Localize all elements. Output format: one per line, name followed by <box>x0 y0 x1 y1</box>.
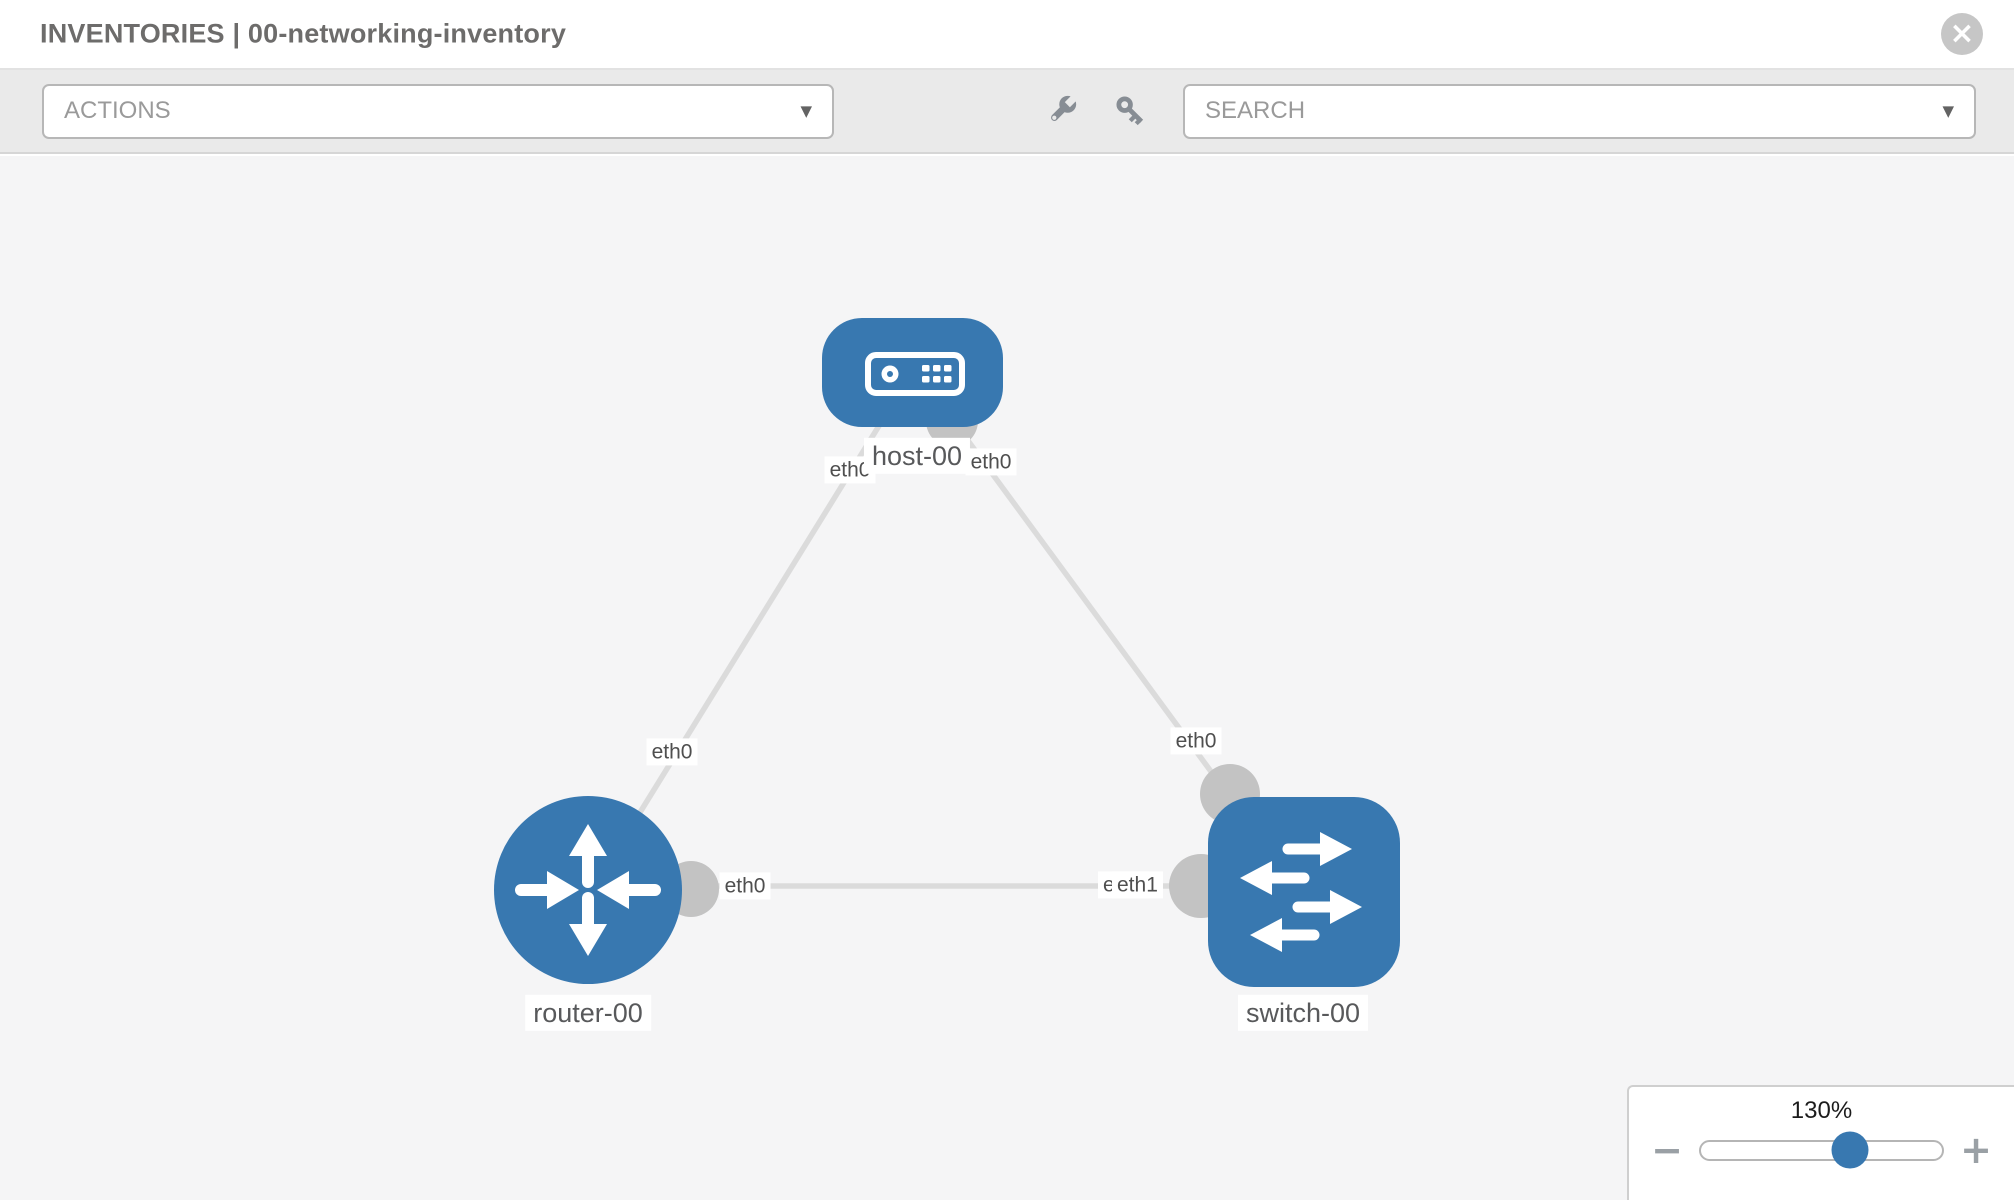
actions-dropdown-label: ACTIONS <box>64 97 171 124</box>
zoom-slider-thumb[interactable] <box>1831 1131 1869 1169</box>
toolbar: ACTIONS ▼ SEARCH ▼ <box>0 70 2014 154</box>
router-arrows-icon <box>515 824 661 956</box>
wrench-icon[interactable] <box>1042 92 1080 130</box>
actions-dropdown[interactable]: ACTIONS ▼ <box>42 83 834 139</box>
search-dropdown[interactable]: SEARCH ▼ <box>1183 83 1976 139</box>
node-label-router-00: router-00 <box>525 994 651 1032</box>
zoom-slider-track[interactable] <box>1699 1131 1944 1169</box>
if-label-host-eth0-right: eth0 <box>965 448 1017 476</box>
close-icon[interactable]: × <box>1941 13 1983 55</box>
if-label-router-end-eth0: eth0 <box>646 738 698 766</box>
zoom-in-button[interactable]: + <box>1960 1128 1992 1172</box>
host-icon <box>865 352 965 396</box>
chevron-down-icon: ▼ <box>1942 102 1954 120</box>
zoom-percentage: 130% <box>1790 1097 1853 1124</box>
if-label-switch-port-eth1: eth1 <box>1112 871 1163 899</box>
zoom-out-button[interactable]: − <box>1651 1128 1683 1172</box>
if-label-switch-top-eth0: eth0 <box>1170 727 1222 755</box>
zoom-slider-row: − + <box>1629 1128 2014 1172</box>
chevron-down-icon: ▼ <box>800 102 812 120</box>
node-switch-00[interactable] <box>1208 797 1400 987</box>
key-icon[interactable] <box>1112 92 1150 130</box>
topology-canvas[interactable]: eth0 eth0 eth0 eth0 eth0 eth0 eth1 host-… <box>0 156 2014 1200</box>
page-title: INVENTORIES | 00-networking-inventory <box>40 18 567 49</box>
switch-arrows-icon <box>1240 832 1362 952</box>
node-router-00[interactable] <box>494 796 682 984</box>
search-dropdown-label: SEARCH <box>1205 97 1306 124</box>
link-lines <box>615 406 1243 889</box>
node-host-00[interactable] <box>822 318 1003 427</box>
panel-header: INVENTORIES | 00-networking-inventory × <box>0 0 2014 70</box>
toolbar-icons <box>1042 92 1150 130</box>
node-label-switch-00: switch-00 <box>1237 994 1369 1032</box>
zoom-control-panel: 130% − + <box>1627 1085 2014 1200</box>
node-label-host-00: host-00 <box>863 437 971 475</box>
if-label-router-port-eth0: eth0 <box>719 872 771 900</box>
